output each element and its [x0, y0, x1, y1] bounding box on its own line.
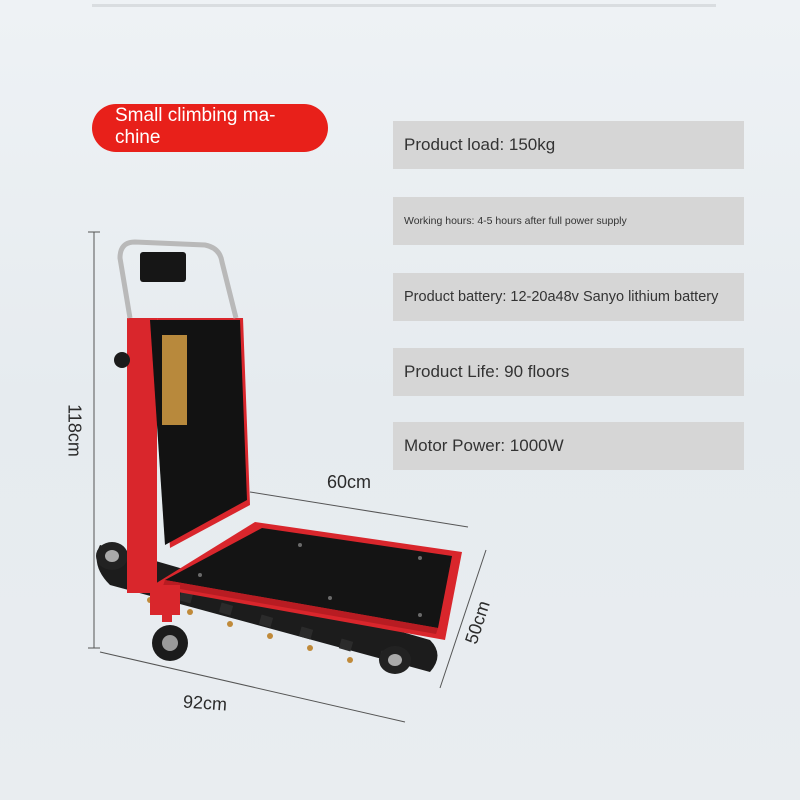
dim-depth-label: 60cm [327, 472, 372, 492]
product-title-badge: Small climbing ma- chine [92, 104, 328, 152]
dim-length-label: 92cm [182, 691, 228, 715]
back-frame [127, 318, 250, 615]
adjust-knob [114, 352, 130, 368]
spec-working-hours: Working hours: 4-5 hours after full powe… [393, 197, 744, 245]
title-line-2: chine [115, 127, 161, 148]
dim-height-label: 118cm [64, 404, 85, 457]
spec-load: Product load: 150kg [393, 121, 744, 169]
top-divider [92, 4, 716, 7]
control-box [140, 252, 186, 282]
platform [150, 522, 462, 640]
spec-motor-power: Motor Power: 1000W [393, 422, 744, 470]
title-line-1: Small climbing ma- [115, 105, 276, 126]
dimension-lines [88, 231, 487, 723]
spec-battery: Product battery: 12-20a48v Sanyo lithium… [393, 273, 744, 321]
spec-life: Product Life: 90 floors [393, 348, 744, 396]
handle [117, 239, 239, 319]
